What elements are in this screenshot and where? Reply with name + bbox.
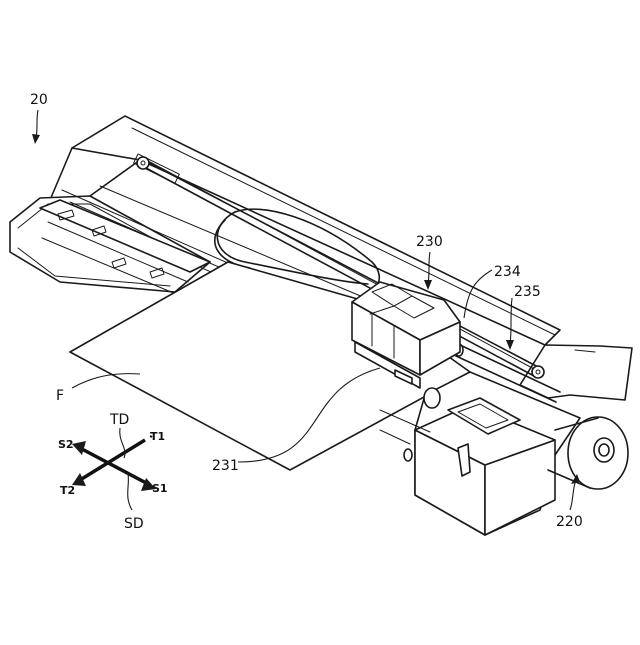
label-sd: SD [124, 516, 144, 532]
label-s1: S1 [152, 482, 168, 495]
right-pulley [532, 366, 544, 378]
s2-arrowhead [72, 441, 86, 455]
label-t2: T2 [60, 484, 75, 497]
label-carriage: 230 [416, 234, 443, 250]
direction-indicator [72, 428, 156, 510]
label-belt-a: 234 [494, 264, 521, 280]
label-medium: F [56, 388, 64, 404]
label-motor-unit: 220 [556, 514, 583, 530]
label-carriage-part: 231 [212, 458, 239, 474]
label-device: 20 [30, 92, 48, 108]
label-belt-b: 235 [514, 284, 541, 300]
left-pulley [137, 157, 149, 169]
label-td: TD [109, 412, 129, 428]
label-s2: S2 [58, 438, 74, 451]
label-t1: T1 [150, 430, 165, 443]
